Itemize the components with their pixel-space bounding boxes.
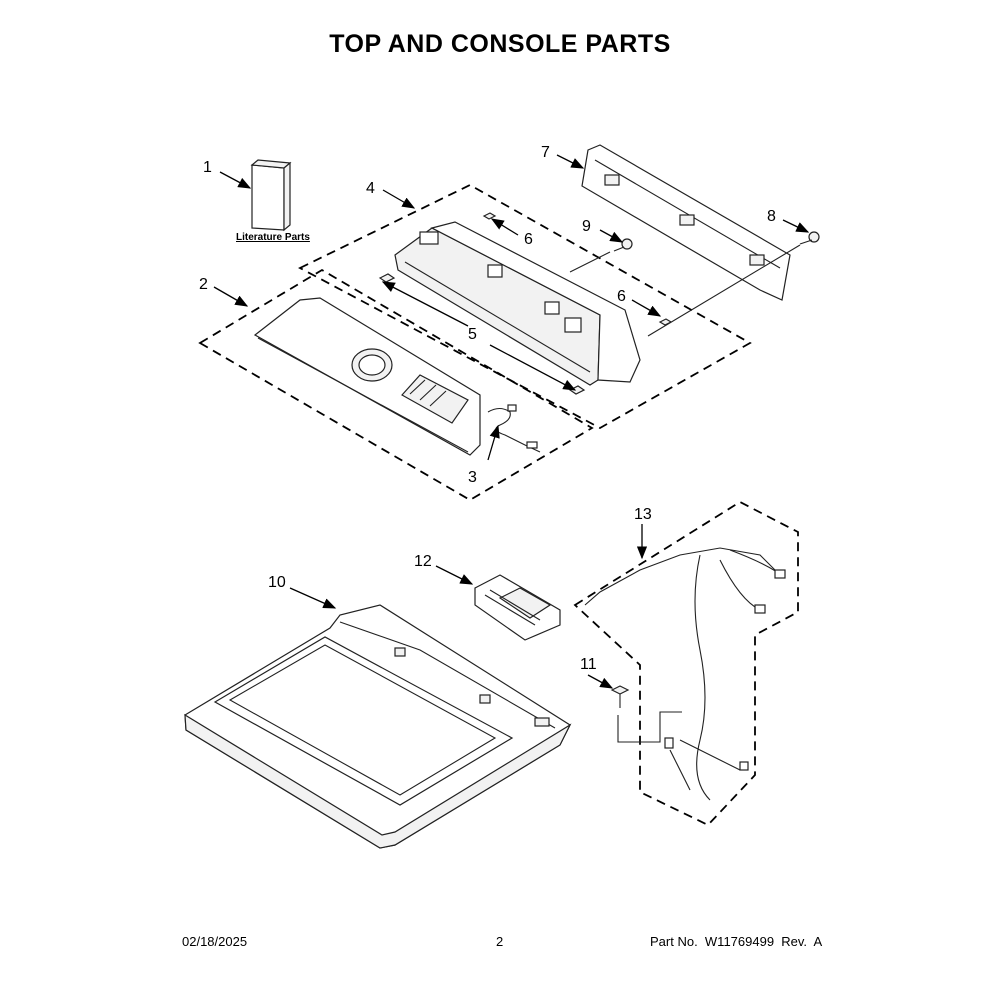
footer-date: 02/18/2025 bbox=[182, 934, 248, 949]
callout-11: 11 bbox=[580, 656, 597, 673]
control-panel-housing bbox=[394, 221, 641, 386]
harness-group-outline bbox=[573, 500, 799, 827]
rear-bracket bbox=[581, 144, 791, 301]
callout-9: 9 bbox=[582, 218, 591, 235]
screw-9-icon bbox=[613, 238, 633, 252]
callout-5: 5 bbox=[468, 326, 477, 343]
callout-8: 8 bbox=[767, 208, 776, 225]
main-wire-harness bbox=[584, 547, 786, 801]
page-title: TOP AND CONSOLE PARTS bbox=[329, 30, 671, 58]
callout-2: 2 bbox=[199, 276, 208, 293]
callout-13: 13 bbox=[634, 506, 652, 523]
callout-7: 7 bbox=[541, 144, 550, 161]
callout-4: 4 bbox=[366, 180, 375, 197]
nut-right-icon bbox=[658, 318, 673, 326]
console-group-outline bbox=[198, 268, 594, 502]
footer-part-number: Part No. W11769499 Rev. A bbox=[650, 934, 823, 949]
callout-arrows bbox=[213, 154, 810, 689]
clip-upper-icon bbox=[378, 273, 396, 283]
clip-lower-icon bbox=[568, 385, 586, 395]
control-panel-group-outline bbox=[298, 183, 752, 430]
footer-page-number: 2 bbox=[496, 934, 504, 949]
control-board bbox=[474, 574, 561, 641]
screw-11-icon bbox=[610, 685, 630, 708]
callout-10: 10 bbox=[268, 574, 286, 591]
top-panel bbox=[184, 604, 572, 849]
screw-8-icon bbox=[799, 231, 820, 245]
assembly-line-8 bbox=[647, 244, 801, 337]
literature-parts-label: Literature Parts bbox=[236, 232, 310, 243]
callout-3: 3 bbox=[468, 469, 477, 486]
assembly-line-9 bbox=[569, 251, 611, 273]
console-panel bbox=[253, 297, 481, 456]
assembly-line-11 bbox=[617, 711, 682, 743]
callout-1: 1 bbox=[203, 159, 212, 176]
literature-booklet bbox=[250, 159, 292, 232]
callout-6-upper: 6 bbox=[524, 231, 533, 248]
console-wire-harness bbox=[487, 404, 541, 453]
nut-upper-icon bbox=[482, 212, 497, 220]
callout-12: 12 bbox=[414, 553, 432, 570]
callout-6-lower: 6 bbox=[617, 288, 626, 305]
